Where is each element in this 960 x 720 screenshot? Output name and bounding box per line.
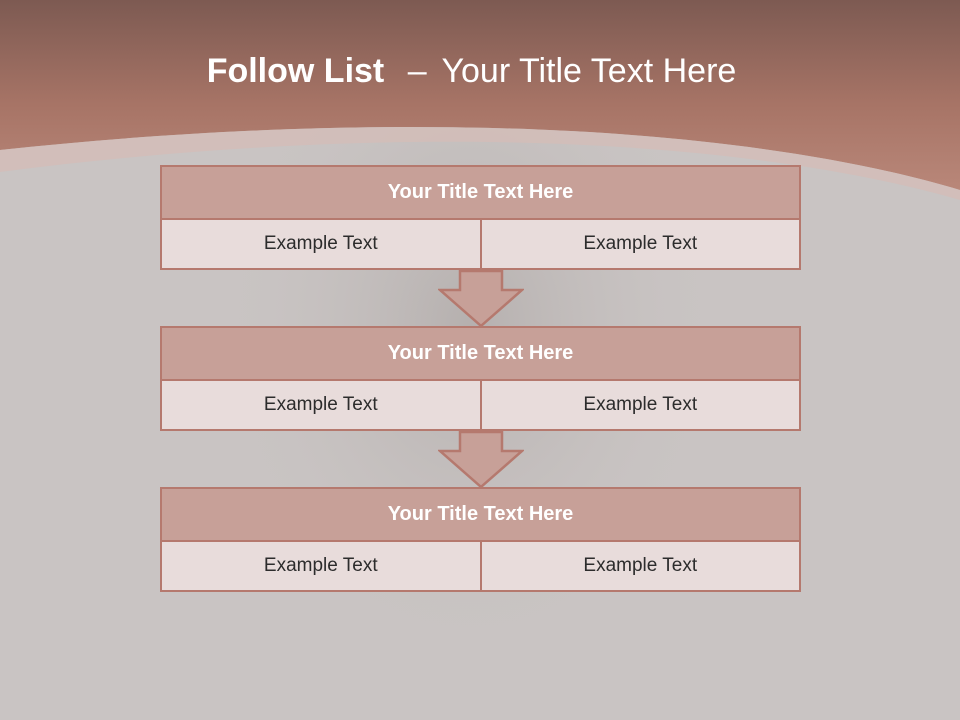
block-cell-left: Example Text [160,542,482,592]
block-title: Your Title Text Here [160,487,801,542]
slide-title: Follow List – Your Title Text Here [0,52,943,91]
block-row: Example Text Example Text [160,542,801,592]
title-rest: Your Title Text Here [441,52,737,90]
block-row: Example Text Example Text [160,381,801,431]
block-cell-left: Example Text [160,220,482,270]
block-cell-right: Example Text [481,381,801,431]
block-cell-right: Example Text [481,542,801,592]
block-row: Example Text Example Text [160,220,801,270]
flow-block-3: Your Title Text Here Example Text Exampl… [160,487,801,592]
flow-block-1: Your Title Text Here Example Text Exampl… [160,165,801,270]
title-dash: – [407,52,427,90]
block-cell-right: Example Text [481,220,801,270]
block-title: Your Title Text Here [160,165,801,220]
down-arrow-icon [438,270,524,328]
down-arrow-icon [438,431,524,489]
block-title: Your Title Text Here [160,326,801,381]
title-bold: Follow List [206,52,385,90]
block-cell-left: Example Text [160,381,482,431]
flow-block-2: Your Title Text Here Example Text Exampl… [160,326,801,431]
